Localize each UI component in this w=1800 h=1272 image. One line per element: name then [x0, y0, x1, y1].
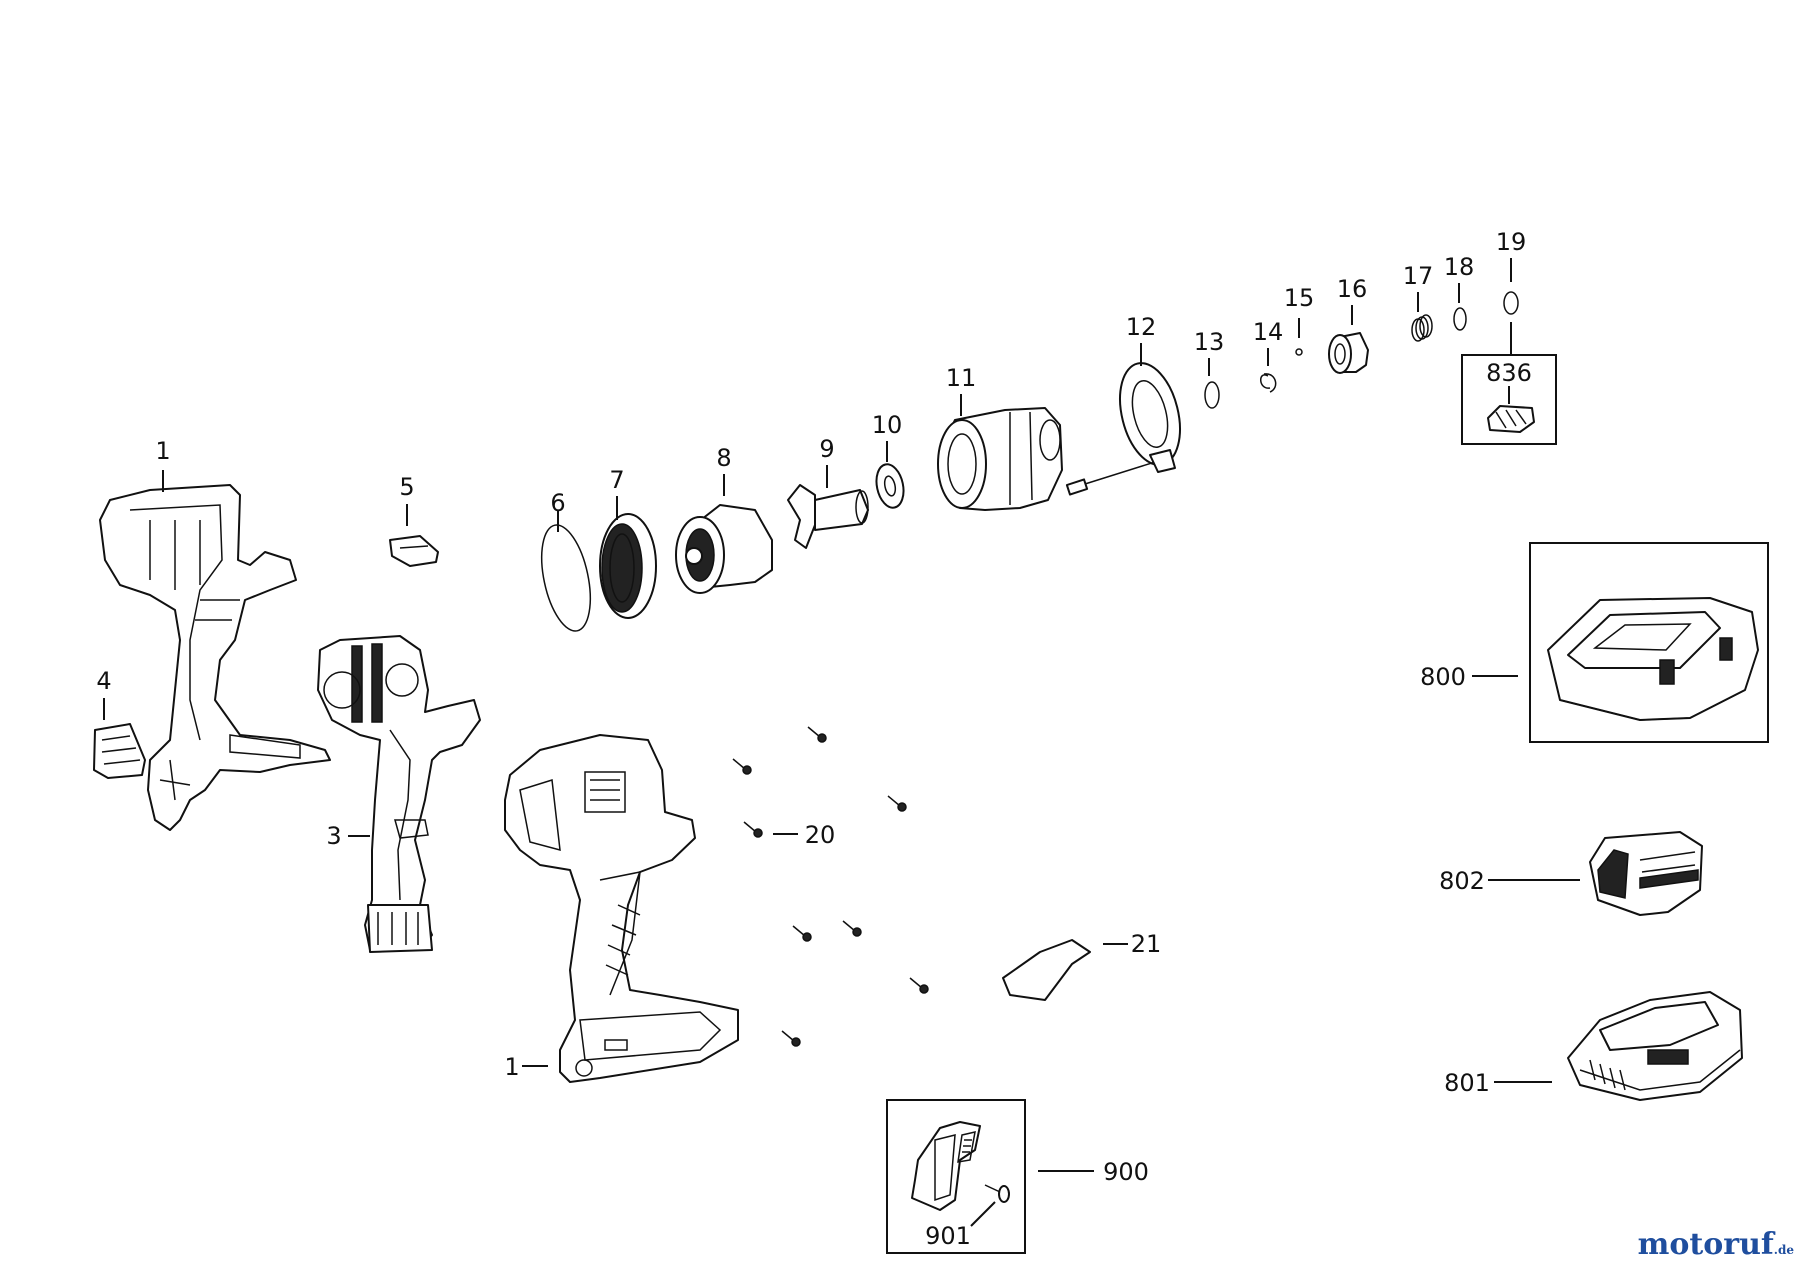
callout-part-10: 10 [872, 411, 903, 439]
screw [887, 795, 907, 812]
part-18-washer [1453, 307, 1467, 331]
callout-part-11: 11 [946, 364, 977, 392]
part-801-charger [1567, 991, 1743, 1101]
screw [743, 821, 763, 838]
part-15-ball [1295, 348, 1303, 356]
kit-box-900 [886, 1099, 1026, 1254]
kit-box-836 [1461, 354, 1557, 445]
part-17-spring [1411, 314, 1433, 342]
callout-part-18: 18 [1444, 253, 1475, 281]
callout-part-801: 801 [1444, 1069, 1490, 1097]
callout-part-802: 802 [1439, 867, 1485, 895]
part-21-label [1002, 939, 1091, 1001]
callout-part-5: 5 [399, 473, 414, 501]
screw [792, 925, 812, 942]
part-13-ring [1204, 381, 1220, 409]
callout-part-14: 14 [1253, 318, 1284, 346]
callout-part-20: 20 [805, 821, 836, 849]
callout-part-12: 12 [1126, 313, 1157, 341]
screw [807, 726, 827, 743]
callout-part-6: 6 [550, 489, 565, 517]
part-12-nose-cover [1065, 362, 1181, 496]
callout-part-16: 16 [1337, 275, 1368, 303]
leader-part-901 [970, 1201, 996, 1227]
screw [732, 758, 752, 775]
part-10-washer [875, 463, 905, 509]
part-802-battery [1589, 831, 1703, 916]
screw [909, 977, 929, 994]
part-19-ring [1503, 291, 1519, 315]
part-5-switch [389, 535, 439, 567]
part-3-motor-assembly [317, 635, 481, 953]
part-20-screws [732, 726, 929, 1047]
part-16-sleeve [1328, 332, 1369, 374]
callout-part-19: 19 [1496, 228, 1527, 256]
watermark-tld: .de [1773, 1243, 1794, 1257]
callout-part-1-bottom: 1 [504, 1053, 519, 1081]
callout-part-9: 9 [819, 435, 834, 463]
callout-part-13: 13 [1194, 328, 1225, 356]
watermark-logo: motoruf.de [1638, 1227, 1794, 1262]
part-800-case [1547, 597, 1759, 721]
callout-part-4: 4 [96, 667, 111, 695]
part-14-clip [1260, 373, 1277, 393]
callout-part-3: 3 [326, 822, 341, 850]
callout-part-900: 900 [1103, 1158, 1149, 1186]
part-7-ring-gear [599, 513, 657, 619]
part-8-gear-carrier [675, 504, 773, 594]
part-4-cap [93, 723, 146, 779]
watermark-brand: motoruf [1637, 1227, 1774, 1262]
screw [781, 1030, 801, 1047]
callout-part-15: 15 [1284, 284, 1315, 312]
part-900-belt-clip [911, 1121, 981, 1211]
part-11-gear-case [937, 407, 1063, 511]
callout-part-17: 17 [1403, 262, 1434, 290]
callout-part-21: 21 [1131, 930, 1162, 958]
callout-part-901: 901 [925, 1222, 971, 1250]
callout-part-1-top: 1 [155, 437, 170, 465]
part-9-anvil [787, 484, 869, 549]
callout-part-8: 8 [716, 444, 731, 472]
part-1-housing-left [99, 484, 331, 831]
part-1-housing-assembled [504, 734, 739, 1083]
part-6-o-ring [540, 524, 592, 632]
callout-part-800: 800 [1420, 663, 1466, 691]
part-836-clip [1487, 405, 1535, 433]
callout-part-7: 7 [609, 466, 624, 494]
kit-box-800 [1529, 542, 1769, 743]
callout-part-836: 836 [1486, 359, 1532, 387]
part-901-screw [984, 1184, 1010, 1203]
screw [842, 920, 862, 937]
